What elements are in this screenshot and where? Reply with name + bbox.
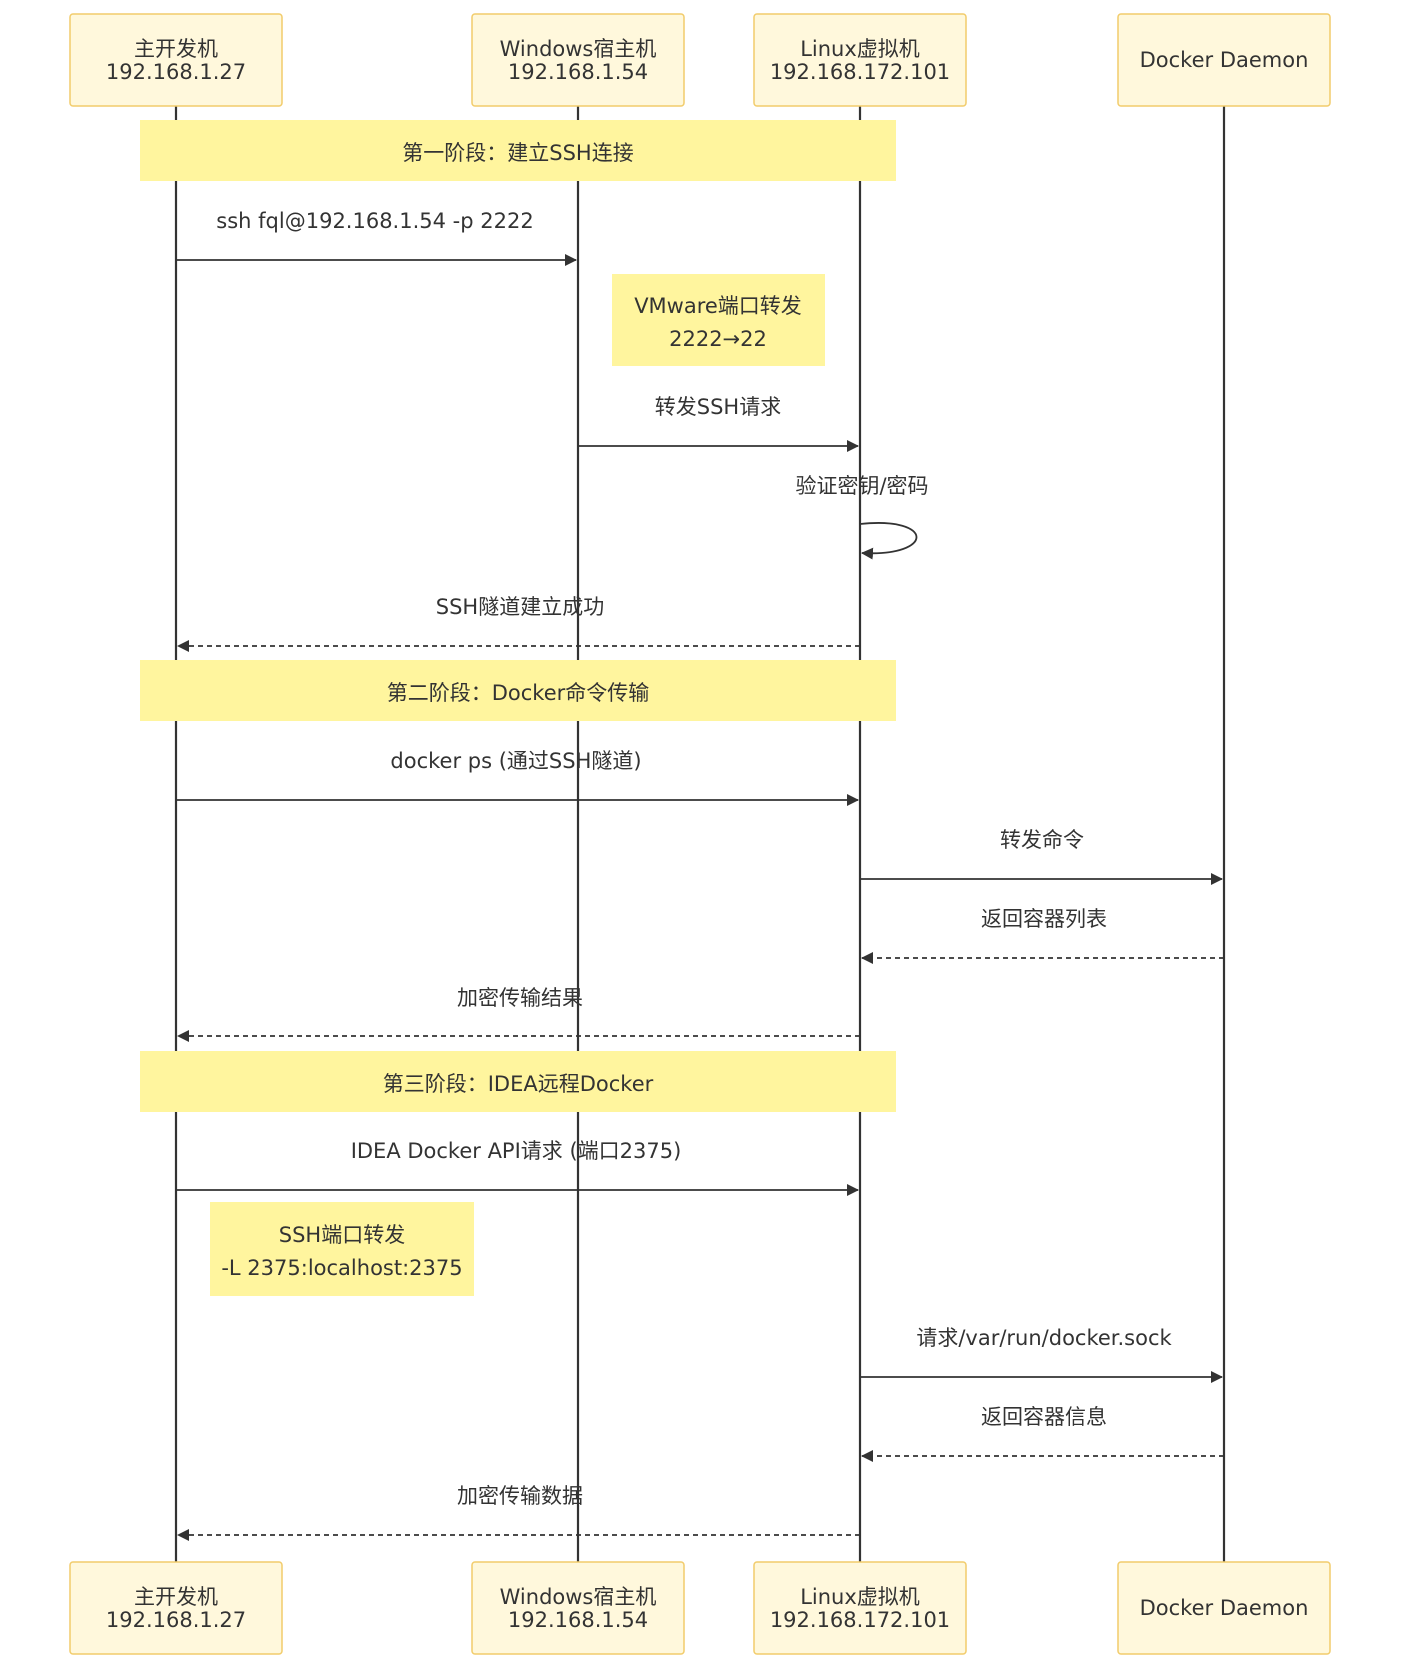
actor-win-bottom: Windows宿主机 192.168.1.54 xyxy=(471,1561,685,1655)
actor-win-bottom-ip: 192.168.1.54 xyxy=(508,1608,648,1632)
actor-win-top: Windows宿主机 192.168.1.54 xyxy=(471,13,685,107)
phase-3: 第三阶段：IDEA远程Docker xyxy=(140,1051,896,1112)
lifelines xyxy=(174,106,1226,1566)
message-3-label: 验证密钥/密码 xyxy=(795,474,928,498)
actor-win-top-name: Windows宿主机 xyxy=(500,37,657,61)
note-2-line-1: SSH端口转发 xyxy=(279,1223,405,1247)
message-11-label: 返回容器信息 xyxy=(981,1405,1107,1429)
note-1-line-2: 2222→22 xyxy=(669,327,767,351)
message-8: 加密传输结果 xyxy=(177,986,860,1042)
actor-dev-top-ip: 192.168.1.27 xyxy=(106,60,246,84)
message-2: 转发SSH请求 xyxy=(578,395,859,452)
note-ssh-port-forward: SSH端口转发 -L 2375:localhost:2375 xyxy=(210,1202,474,1296)
phase-2-label: 第二阶段：Docker命令传输 xyxy=(387,681,650,705)
message-11: 返回容器信息 xyxy=(861,1405,1224,1462)
actor-linux-top-ip: 192.168.172.101 xyxy=(770,60,950,84)
phase-1: 第一阶段：建立SSH连接 xyxy=(140,120,896,181)
message-3-self: 验证密钥/密码 xyxy=(795,474,929,560)
message-5-label: docker ps (通过SSH隧道) xyxy=(390,749,641,773)
message-2-label: 转发SSH请求 xyxy=(655,395,781,419)
message-7-label: 返回容器列表 xyxy=(981,907,1107,931)
actor-docker-bottom: Docker Daemon xyxy=(1117,1561,1331,1655)
actor-linux-bottom: Linux虚拟机 192.168.172.101 xyxy=(753,1561,967,1655)
actor-dev-bottom-ip: 192.168.1.27 xyxy=(106,1608,246,1632)
phase-3-label: 第三阶段：IDEA远程Docker xyxy=(383,1072,654,1096)
message-9-label: IDEA Docker API请求 (端口2375) xyxy=(351,1139,682,1163)
message-6-label: 转发命令 xyxy=(1000,828,1084,852)
phase-1-label: 第一阶段：建立SSH连接 xyxy=(402,141,633,165)
actor-dev-bottom-name: 主开发机 xyxy=(134,1585,218,1609)
actor-linux-top: Linux虚拟机 192.168.172.101 xyxy=(753,13,967,107)
message-6: 转发命令 xyxy=(860,828,1223,885)
note-vmware-port-forward: VMware端口转发 2222→22 xyxy=(612,274,825,366)
message-1: ssh fql@192.168.1.54 -p 2222 xyxy=(176,209,577,266)
message-1-label: ssh fql@192.168.1.54 -p 2222 xyxy=(216,209,533,233)
actor-docker-bottom-name: Docker Daemon xyxy=(1140,1596,1309,1620)
message-10: 请求/var/run/docker.sock xyxy=(860,1326,1223,1383)
message-12: 加密传输数据 xyxy=(177,1484,860,1541)
note-2-line-2: -L 2375:localhost:2375 xyxy=(221,1256,462,1280)
actor-dev-top: 主开发机 192.168.1.27 xyxy=(69,13,283,107)
message-8-label: 加密传输结果 xyxy=(457,986,583,1010)
message-9: IDEA Docker API请求 (端口2375) xyxy=(176,1139,859,1196)
message-4-label: SSH隧道建立成功 xyxy=(436,595,604,619)
actor-docker-top: Docker Daemon xyxy=(1117,13,1331,107)
actor-dev-top-name: 主开发机 xyxy=(134,37,218,61)
actor-linux-bottom-ip: 192.168.172.101 xyxy=(770,1608,950,1632)
actor-win-bottom-name: Windows宿主机 xyxy=(500,1585,657,1609)
actor-linux-top-name: Linux虚拟机 xyxy=(800,37,920,61)
message-12-label: 加密传输数据 xyxy=(457,1484,583,1508)
actor-docker-top-name: Docker Daemon xyxy=(1140,48,1309,72)
actor-win-top-ip: 192.168.1.54 xyxy=(508,60,648,84)
message-5: docker ps (通过SSH隧道) xyxy=(176,749,859,806)
phase-2: 第二阶段：Docker命令传输 xyxy=(140,660,896,721)
note-1-line-1: VMware端口转发 xyxy=(634,294,802,318)
message-10-label: 请求/var/run/docker.sock xyxy=(916,1326,1172,1350)
actor-linux-bottom-name: Linux虚拟机 xyxy=(800,1585,920,1609)
message-4: SSH隧道建立成功 xyxy=(177,595,860,652)
actor-dev-bottom: 主开发机 192.168.1.27 xyxy=(69,1561,283,1655)
message-7: 返回容器列表 xyxy=(861,907,1224,964)
